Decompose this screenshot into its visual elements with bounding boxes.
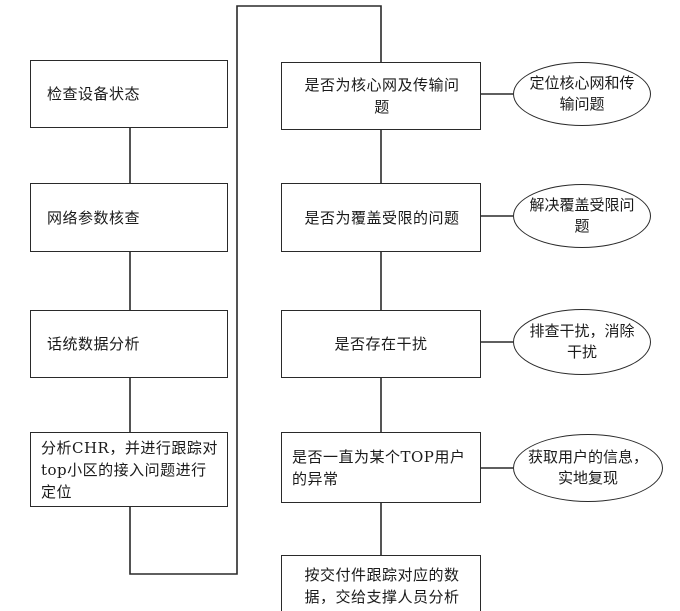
question-core-network: 是否为核心网及传输问题 xyxy=(281,62,481,130)
question-label: 是否为覆盖受限的问题 xyxy=(304,208,460,227)
question-label: 是否为核心网及传输问题 xyxy=(304,76,460,116)
step-traffic-data-analysis: 话统数据分析 xyxy=(30,310,228,378)
question-coverage: 是否为覆盖受限的问题 xyxy=(281,183,481,252)
step-label: 分析CHR，并进行跟踪对top小区的接入问题进行定位 xyxy=(41,438,218,501)
step-network-param-check: 网络参数核查 xyxy=(30,183,228,252)
step-deliver-tracking: 按交付件跟踪对应的数据，交给支撑人员分析 xyxy=(281,555,481,611)
result-label: 排查干扰，消除干扰 xyxy=(529,322,635,361)
question-label: 是否存在干扰 xyxy=(334,335,428,353)
result-label: 获取用户的信息，实地复现 xyxy=(527,448,648,487)
step-check-device-status: 检查设备状态 xyxy=(30,60,228,128)
result-remove-interference: 排查干扰，消除干扰 xyxy=(513,309,651,375)
step-label: 网络参数核查 xyxy=(47,208,141,227)
question-interference: 是否存在干扰 xyxy=(281,310,481,378)
result-get-user-info: 获取用户的信息，实地复现 xyxy=(513,434,663,502)
connector-left-to-right xyxy=(129,5,382,575)
result-locate-core-network: 定位核心网和传输问题 xyxy=(513,62,651,126)
question-label: 是否一直为某个TOP用户的异常 xyxy=(292,447,466,488)
result-label: 解决覆盖受限问题 xyxy=(529,196,635,235)
result-label: 定位核心网和传输问题 xyxy=(529,74,635,113)
step-chr-analysis: 分析CHR，并进行跟踪对top小区的接入问题进行定位 xyxy=(30,432,228,507)
step-label: 话统数据分析 xyxy=(47,335,141,353)
step-label: 检查设备状态 xyxy=(47,85,141,103)
result-solve-coverage: 解决覆盖受限问题 xyxy=(513,184,651,248)
step-label: 按交付件跟踪对应的数据，交给支撑人员分析 xyxy=(304,566,460,606)
question-top-user: 是否一直为某个TOP用户的异常 xyxy=(281,432,481,503)
